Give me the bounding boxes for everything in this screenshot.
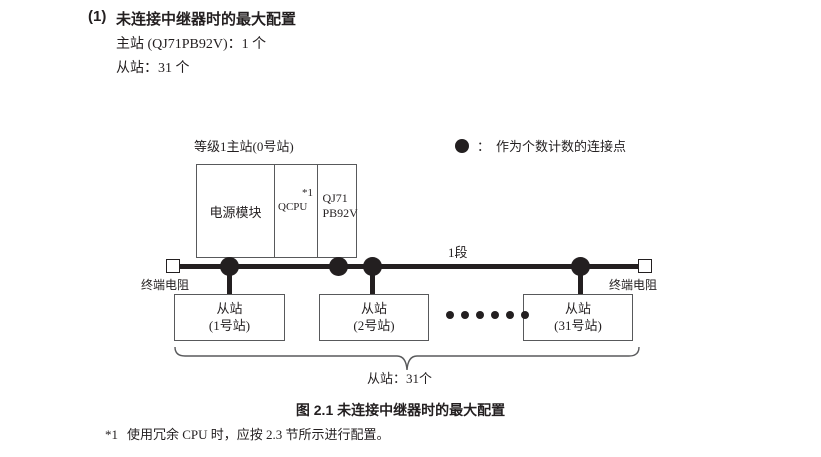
connection-point-dot (363, 257, 382, 276)
legend: ： 作为个数计数的连接点 (455, 136, 626, 155)
heading-number: (1) (88, 8, 107, 25)
footnote-mark: *1 (105, 427, 118, 442)
figure-caption: 图 2.1 未连接中继器时的最大配置 (295, 402, 506, 418)
terminator-label-left: 终端电阻 (141, 278, 190, 292)
connection-point-dot (329, 257, 348, 276)
slave-range-brace (174, 346, 640, 371)
cpu-footnote-mark: *1 (302, 187, 314, 199)
ellipsis-dot (446, 311, 454, 319)
figure-caption-wrapper: 图 2.1 未连接中继器时的最大配置 (0, 400, 821, 420)
slave-station-number: (1号站) (208, 317, 251, 333)
drop-line-slave-1 (227, 266, 232, 296)
legend-label: 作为个数计数的连接点 (496, 139, 627, 154)
ellipsis-dot (506, 311, 514, 319)
slave-station-box: 从站 (1号站) (174, 294, 285, 341)
connection-point-dot (571, 257, 590, 276)
legend-colon: ： (477, 139, 491, 154)
bus-line (173, 264, 647, 269)
footnote: *1 使用冗余 CPU 时，应按 2.3 节所示进行配置。 (105, 424, 390, 443)
brace-label-wrapper: 从站：31个 (0, 368, 821, 387)
spec-master-station: 主站 (QJ71PB92V)：1 个 (116, 37, 267, 52)
ellipsis-dot (476, 311, 484, 319)
slave-station-box: 从站 (2号站) (319, 294, 429, 341)
ellipsis-dots (446, 311, 529, 319)
rack-cell-power-module: 电源模块 (197, 165, 276, 257)
rack-cell-network-module: QJ71 PB92V (318, 165, 358, 257)
ellipsis-dot (491, 311, 499, 319)
slave-station-number: (2号站) (353, 317, 395, 333)
ellipsis-dot (461, 311, 469, 319)
drop-line-slave-31 (578, 266, 583, 296)
network-module-label-line2: PB92V (322, 206, 358, 220)
filled-circle-icon (455, 138, 469, 153)
ellipsis-dot (521, 311, 529, 319)
footnote-text: 使用冗余 CPU 时，应按 2.3 节所示进行配置。 (127, 427, 390, 442)
rack-cell-cpu: QCPU *1 (275, 165, 319, 257)
connection-point-dot (220, 257, 239, 276)
terminator-icon-left (166, 259, 180, 273)
terminator-label-right: 终端电阻 (609, 278, 658, 292)
segment-label: 1段 (448, 245, 468, 260)
slave-station-box: 从站 (31号站) (523, 294, 633, 341)
slave-station-name: 从站 (360, 301, 387, 317)
master-rack: 电源模块 QCPU *1 QJ71 PB92V (196, 164, 358, 258)
slave-station-name: 从站 (216, 301, 243, 317)
spec-slave-station: 从站：31 个 (116, 61, 190, 76)
slave-station-name: 从站 (564, 301, 591, 317)
network-module-label-line1: QJ71 (322, 191, 348, 205)
power-module-label: 电源模块 (209, 204, 262, 220)
slave-station-number: (31号站) (554, 317, 602, 333)
terminator-icon-right (638, 259, 652, 273)
master-station-label: 等级1主站(0号站) (194, 139, 294, 154)
page-title: 未连接中继器时的最大配置 (116, 11, 297, 28)
drop-line-slave-2 (370, 266, 375, 296)
cpu-label: QCPU (278, 201, 308, 213)
slave-count-label: 从站：31个 (366, 371, 432, 386)
